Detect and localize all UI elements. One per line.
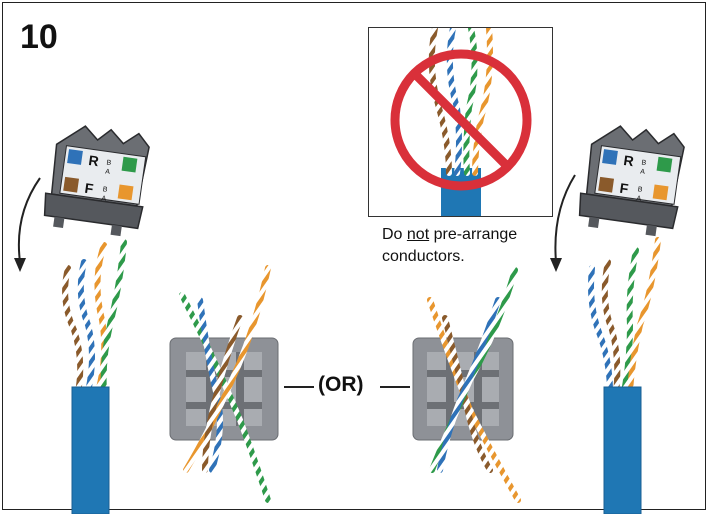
left-assembly: R F B A B A xyxy=(14,125,150,514)
svg-text:B: B xyxy=(102,186,108,194)
separator-line-left xyxy=(284,386,314,388)
left-cable xyxy=(71,386,110,514)
prohibited-inset xyxy=(368,27,553,217)
svg-text:A: A xyxy=(105,168,111,176)
svg-text:B: B xyxy=(641,159,647,167)
svg-text:B: B xyxy=(637,186,643,194)
right-cap-r: R xyxy=(623,152,635,169)
left-cap-f: F xyxy=(84,180,95,197)
center-right-core xyxy=(412,267,521,503)
svg-text:A: A xyxy=(636,195,642,203)
center-left-core xyxy=(169,265,279,503)
emphasis-not: not xyxy=(406,226,430,243)
step-frame xyxy=(2,2,706,510)
svg-text:B: B xyxy=(106,159,112,167)
right-cap: R F B A B A xyxy=(578,125,685,237)
step-number: 10 xyxy=(20,18,58,56)
or-separator: (OR) xyxy=(318,373,364,396)
caution-note-line1: Do not pre-arrange xyxy=(382,226,518,243)
svg-text:A: A xyxy=(640,168,646,176)
prohibited-illustration xyxy=(390,28,532,216)
caution-note: Do not pre-arrange conductors. xyxy=(382,224,517,268)
right-cap-f: F xyxy=(619,180,630,197)
left-cap: R F B A B A xyxy=(43,125,150,237)
curved-arrow-icon xyxy=(554,174,576,263)
right-cable xyxy=(603,386,642,514)
right-assembly: R F B A B A xyxy=(550,125,685,514)
prohibit-icon xyxy=(390,49,532,191)
left-cap-r: R xyxy=(88,152,100,169)
caution-note-line2: conductors. xyxy=(382,248,465,265)
svg-text:A: A xyxy=(101,195,107,203)
separator-line-right xyxy=(380,386,410,388)
curved-arrow-icon xyxy=(17,177,41,263)
